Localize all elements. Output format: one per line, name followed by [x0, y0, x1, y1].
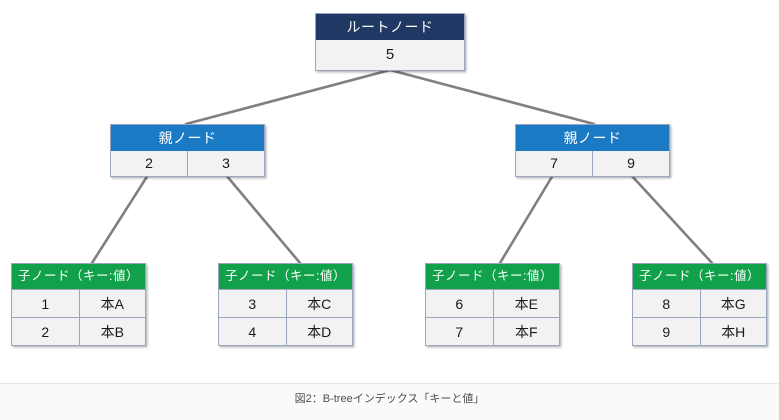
child-2-value-2[interactable]: 本D	[285, 317, 352, 345]
root-key-cell[interactable]: 5	[316, 40, 464, 70]
figure-caption: 図2：B-treeインデックス「キーと値」	[294, 393, 485, 405]
edge-root-to-parent-left	[184, 68, 392, 126]
parent-node-right-cells: 7 9	[516, 151, 669, 176]
parent-node-right-header: 親ノード	[516, 125, 669, 151]
child-node-2-row-2: 4 本D	[219, 317, 352, 345]
child-node-4-header: 子ノード（キー:値）	[633, 264, 766, 289]
edge-parent-left-to-child-2	[224, 173, 302, 265]
child-3-value-2[interactable]: 本F	[492, 317, 559, 345]
child-node-1-row-2: 2 本B	[12, 317, 145, 345]
child-4-key-1[interactable]: 8	[633, 289, 700, 317]
child-node-4-row-1: 8 本G	[633, 289, 766, 317]
child-node-3-row-2: 7 本F	[426, 317, 559, 345]
child-4-value-1[interactable]: 本G	[699, 289, 766, 317]
child-node-3-row-1: 6 本E	[426, 289, 559, 317]
parent-left-key-cell-2[interactable]: 3	[187, 151, 264, 176]
root-node[interactable]: ルートノード 5	[315, 13, 465, 71]
parent-right-key-cell-2[interactable]: 9	[592, 151, 669, 176]
child-node-1[interactable]: 子ノード（キー:値） 1 本A 2 本B	[11, 263, 146, 346]
child-2-key-2[interactable]: 4	[219, 317, 286, 345]
parent-node-left-header: 親ノード	[111, 125, 264, 151]
child-1-value-2[interactable]: 本B	[78, 317, 145, 345]
child-3-value-1[interactable]: 本E	[492, 289, 559, 317]
child-1-key-1[interactable]: 1	[12, 289, 79, 317]
edge-parent-right-to-child-4	[629, 173, 714, 265]
child-3-key-2[interactable]: 7	[426, 317, 493, 345]
child-2-key-1[interactable]: 3	[219, 289, 286, 317]
edge-parent-left-to-child-1	[90, 173, 150, 265]
child-4-key-2[interactable]: 9	[633, 317, 700, 345]
child-node-4[interactable]: 子ノード（キー:値） 8 本G 9 本H	[632, 263, 767, 346]
child-3-key-1[interactable]: 6	[426, 289, 493, 317]
parent-node-left[interactable]: 親ノード 2 3	[110, 124, 265, 177]
edge-parent-right-to-child-3	[498, 173, 555, 265]
root-node-header: ルートノード	[316, 14, 464, 40]
parent-node-left-cells: 2 3	[111, 151, 264, 176]
child-node-2-row-1: 3 本C	[219, 289, 352, 317]
child-node-4-row-2: 9 本H	[633, 317, 766, 345]
child-1-value-1[interactable]: 本A	[78, 289, 145, 317]
parent-node-right[interactable]: 親ノード 7 9	[515, 124, 670, 177]
root-node-cells: 5	[316, 40, 464, 70]
child-node-3-header: 子ノード（キー:値）	[426, 264, 559, 289]
child-node-2[interactable]: 子ノード（キー:値） 3 本C 4 本D	[218, 263, 353, 346]
child-node-2-header: 子ノード（キー:値）	[219, 264, 352, 289]
parent-left-key-cell-1[interactable]: 2	[111, 151, 187, 176]
child-1-key-2[interactable]: 2	[12, 317, 79, 345]
child-node-3[interactable]: 子ノード（キー:値） 6 本E 7 本F	[425, 263, 560, 346]
parent-right-key-cell-1[interactable]: 7	[516, 151, 592, 176]
child-node-1-row-1: 1 本A	[12, 289, 145, 317]
child-4-value-2[interactable]: 本H	[699, 317, 766, 345]
edge-root-to-parent-right	[388, 68, 596, 126]
child-2-value-1[interactable]: 本C	[285, 289, 352, 317]
child-node-1-header: 子ノード（キー:値）	[12, 264, 145, 289]
caption-band	[0, 383, 779, 420]
